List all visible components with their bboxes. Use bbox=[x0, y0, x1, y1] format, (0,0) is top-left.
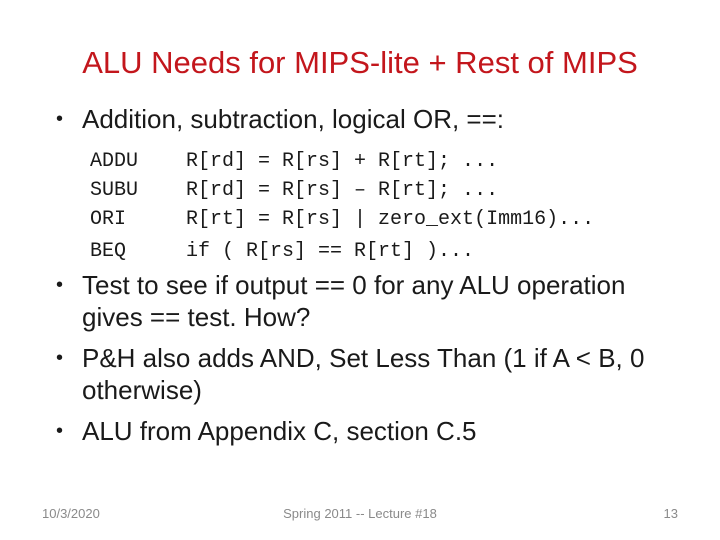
bullet-icon: • bbox=[56, 420, 64, 442]
bullet-text-line: P&H also adds AND, Set Less Than (1 if A… bbox=[82, 343, 645, 373]
bullet-text-line: otherwise) bbox=[82, 375, 202, 405]
bullet-icon: • bbox=[56, 274, 64, 296]
bullet-text-line: gives == test. How? bbox=[82, 302, 311, 332]
bullet-text: ALU from Appendix C, section C.5 bbox=[82, 415, 477, 447]
slide-title: ALU Needs for MIPS-lite + Rest of MIPS bbox=[82, 45, 638, 80]
bullet-item-test: • Test to see if output == 0 for any ALU… bbox=[56, 269, 700, 333]
bullet-icon: • bbox=[56, 108, 64, 130]
bullet-text-line: ALU from Appendix C, section C.5 bbox=[82, 416, 477, 446]
code-line-ori: ORI R[rt] = R[rs] | zero_ext(Imm16)... bbox=[90, 208, 595, 231]
bullet-text: P&H also adds AND, Set Less Than (1 if A… bbox=[82, 342, 644, 406]
bullet-text-line: Test to see if output == 0 for any ALU o… bbox=[82, 270, 626, 300]
intro-bullet-item: • Addition, subtraction, logical OR, ==: bbox=[56, 103, 504, 135]
footer-course-label: Spring 2011 -- Lecture #18 bbox=[283, 506, 437, 521]
bullet-icon: • bbox=[56, 347, 64, 369]
slide-number: 13 bbox=[663, 506, 678, 521]
bullet-text: Test to see if output == 0 for any ALU o… bbox=[82, 269, 625, 333]
intro-bullet-text: Addition, subtraction, logical OR, ==: bbox=[82, 104, 505, 134]
code-line-beq: BEQ if ( R[rs] == R[rt] )... bbox=[90, 240, 475, 263]
code-line-subu: SUBU R[rd] = R[rs] – R[rt]; ... bbox=[90, 179, 499, 202]
code-line-addu: ADDU R[rd] = R[rs] + R[rt]; ... bbox=[90, 150, 499, 173]
bullet-item-ph: • P&H also adds AND, Set Less Than (1 if… bbox=[56, 342, 700, 406]
footer-date: 10/3/2020 bbox=[42, 506, 100, 521]
code-block: ADDU R[rd] = R[rs] + R[rt]; ... SUBU R[r… bbox=[90, 147, 594, 266]
bullet-item-appendix: • ALU from Appendix C, section C.5 bbox=[56, 415, 700, 447]
slide-footer: 10/3/2020 Spring 2011 -- Lecture #18 13 bbox=[0, 506, 720, 526]
bullet-list: • Test to see if output == 0 for any ALU… bbox=[56, 269, 700, 456]
